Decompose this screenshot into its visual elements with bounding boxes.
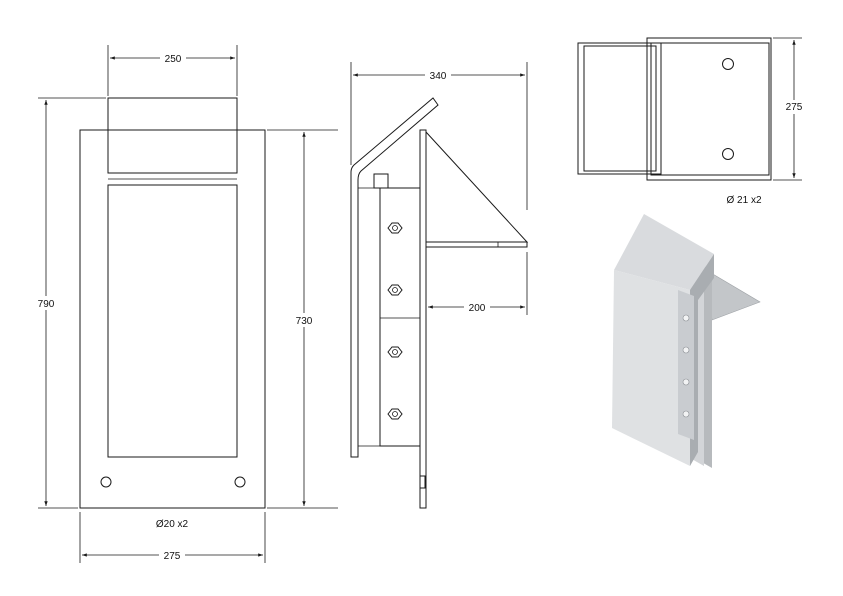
front-top-cap — [107, 97, 238, 174]
iso-gusset — [705, 269, 761, 321]
iso-bolt-strip — [678, 290, 694, 440]
front-inner-plate — [107, 184, 238, 458]
dim-label-bg — [160, 51, 186, 65]
dim-label-340: 340 — [430, 71, 447, 82]
front-holes-label: Ø20 x2 — [156, 519, 189, 530]
dim-label-bg — [425, 68, 451, 82]
iso-bolt-icon — [682, 378, 690, 386]
dim-label-bg — [781, 100, 807, 114]
top-rear-frame — [646, 37, 772, 181]
side-rear-plate — [419, 129, 427, 509]
side-view: 340 200 — [350, 62, 529, 509]
bolt-nut-icon — [387, 346, 403, 358]
dim-label-275-bottom: 275 — [164, 551, 181, 562]
bolt-nut-icon — [387, 222, 403, 234]
top-hole — [722, 58, 734, 70]
bolt-nut-icon — [387, 284, 403, 296]
dim-label-bg — [159, 548, 185, 562]
dim-label-bg — [464, 300, 490, 314]
iso-bolt-icon — [682, 314, 690, 322]
iso-bolt-icon — [682, 346, 690, 354]
dim-label-730: 730 — [296, 316, 313, 327]
dim-label-bg — [291, 313, 317, 327]
side-rear-stub — [419, 475, 426, 489]
dim-label-250: 250 — [165, 54, 182, 65]
top-front-frame — [577, 42, 662, 175]
dim-label-275-top: 275 — [786, 102, 803, 113]
side-hood-plate — [350, 97, 439, 458]
iso-hood-side — [690, 254, 714, 466]
dim-label-bg — [33, 296, 59, 310]
top-hole — [722, 148, 734, 160]
isometric-view — [612, 214, 761, 468]
side-arm — [425, 241, 528, 248]
front-view: 250 790 730 Ø20 x2 275 — [33, 45, 338, 563]
side-bolt-housing — [379, 187, 421, 447]
dim-label-200: 200 — [469, 303, 486, 314]
side-top-block — [373, 173, 389, 189]
top-glass-panel — [650, 42, 770, 176]
iso-hood-front — [612, 270, 690, 466]
side-gusset — [425, 130, 529, 243]
top-holes-label: Ø 21 x2 — [726, 195, 761, 206]
front-hole — [100, 476, 112, 488]
bolt-nut-icon — [387, 408, 403, 420]
iso-bolt-icon — [682, 410, 690, 418]
iso-hood-top — [614, 214, 714, 290]
top-view: 275 Ø 21 x2 — [577, 37, 807, 206]
front-hole — [234, 476, 246, 488]
front-base-plate — [79, 129, 266, 509]
dim-label-790: 790 — [38, 299, 55, 310]
top-front-panel — [583, 45, 657, 172]
